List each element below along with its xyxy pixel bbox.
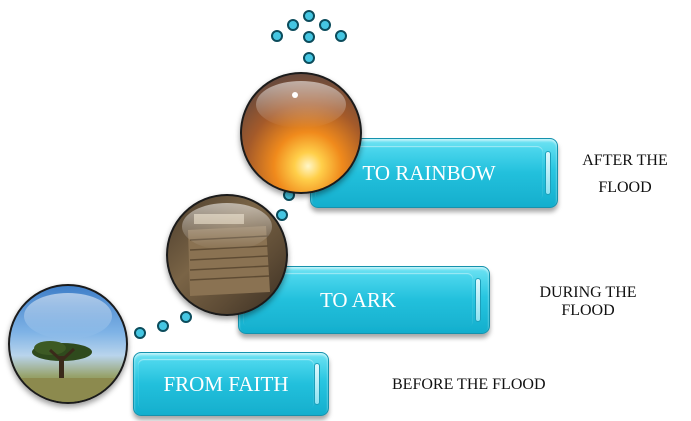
tree-savanna-photo (8, 284, 128, 404)
connector-dot (276, 209, 288, 221)
arrow-dot (319, 19, 331, 31)
sunset-glow-photo (240, 72, 362, 194)
orb-gloss (256, 81, 346, 129)
arrow-dot (303, 52, 315, 64)
ark-wood-photo (166, 194, 288, 316)
step-label-from-faith: FROM FAITH (138, 359, 314, 409)
caption-before-the-flood: BEFORE THE FLOOD (392, 376, 546, 393)
sparkle-icon (292, 92, 298, 98)
arrow-dot (335, 30, 347, 42)
step-bar-from-faith: FROM FAITH (133, 352, 329, 416)
connector-dot (157, 320, 169, 332)
caption-during-the-flood-text: DURING THE FLOOD (539, 284, 637, 319)
connector-dot (180, 311, 192, 323)
arrow-dot (303, 31, 315, 43)
step-tab-to-ark (475, 278, 481, 322)
orb-gloss (182, 203, 272, 251)
arrow-dot (287, 19, 299, 31)
step-tab-from-faith (314, 363, 320, 405)
arrow-dot (303, 10, 315, 22)
orb-gloss (23, 292, 113, 340)
caption-after-the-flood: AFTER THE FLOOD (560, 147, 690, 201)
arrow-dot (271, 30, 283, 42)
caption-after-the-flood-text: AFTER THE FLOOD (582, 152, 668, 197)
connector-dot (134, 327, 146, 339)
acacia-tree-icon (10, 341, 126, 402)
caption-during-the-flood: DURING THE FLOOD (508, 284, 668, 319)
step-tab-to-rainbow (545, 151, 551, 195)
